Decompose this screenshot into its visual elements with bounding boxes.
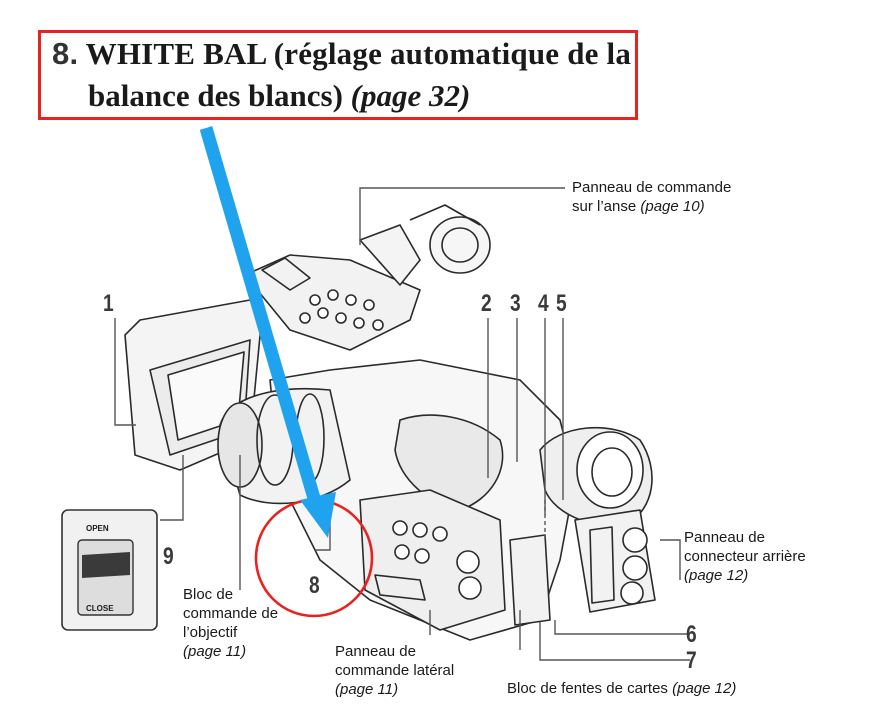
label-side-panel: Panneau de commande latéral (page 11)	[335, 642, 454, 699]
callout-number-5: 5	[556, 290, 567, 318]
label-handle-panel-page: (page 10)	[640, 198, 704, 215]
callout-title-line1: 8. WHITE BAL (réglage automatique de la	[52, 36, 631, 72]
label-rear-connector-line1: Panneau de	[684, 528, 806, 547]
callout-number-6: 6	[686, 621, 697, 649]
label-rear-connector: Panneau de connecteur arrière (page 12)	[684, 528, 806, 585]
label-card-slots: Bloc de fentes de cartes (page 12)	[507, 679, 736, 698]
label-lens-block-line2: commande de	[183, 604, 278, 623]
label-rear-connector-page: (page 12)	[684, 567, 748, 584]
callout-page-ref: (page 32)	[351, 78, 471, 113]
label-card-slots-page: (page 12)	[672, 680, 736, 697]
callout-title-text: WHITE BAL (réglage automatique de la	[86, 36, 631, 71]
callout-number-2: 2	[481, 290, 492, 318]
open-label: OPEN	[86, 524, 109, 533]
close-label: CLOSE	[86, 604, 114, 613]
callout-number-9: 9	[163, 543, 174, 571]
label-handle-panel-line2: sur l’anse	[572, 198, 636, 215]
callout-title-line2: balance des blancs) (page 32)	[88, 78, 470, 114]
label-handle-panel: Panneau de commande sur l’anse (page 10)	[572, 178, 731, 216]
label-lens-block-line3: l’objectif	[183, 623, 278, 642]
label-card-slots-text: Bloc de fentes de cartes	[507, 680, 668, 697]
callout-number-3: 3	[510, 290, 521, 318]
callout-number-8: 8	[309, 572, 320, 600]
callout-number-7: 7	[686, 647, 697, 675]
callout-title-line2-text: balance des blancs)	[88, 78, 343, 113]
label-side-panel-line2: commande latéral	[335, 661, 454, 680]
label-lens-block-page: (page 11)	[183, 643, 246, 660]
label-side-panel-line1: Panneau de	[335, 642, 454, 661]
callout-number-4: 4	[538, 290, 549, 318]
label-lens-block: Bloc de commande de l’objectif (page 11)	[183, 585, 278, 661]
callout-number-1: 1	[103, 290, 114, 318]
callout-number: 8.	[52, 36, 78, 71]
label-rear-connector-line2: connecteur arrière	[684, 547, 806, 566]
label-side-panel-page: (page 11)	[335, 681, 398, 698]
label-handle-panel-line1: Panneau de commande	[572, 178, 731, 197]
label-lens-block-line1: Bloc de	[183, 585, 278, 604]
